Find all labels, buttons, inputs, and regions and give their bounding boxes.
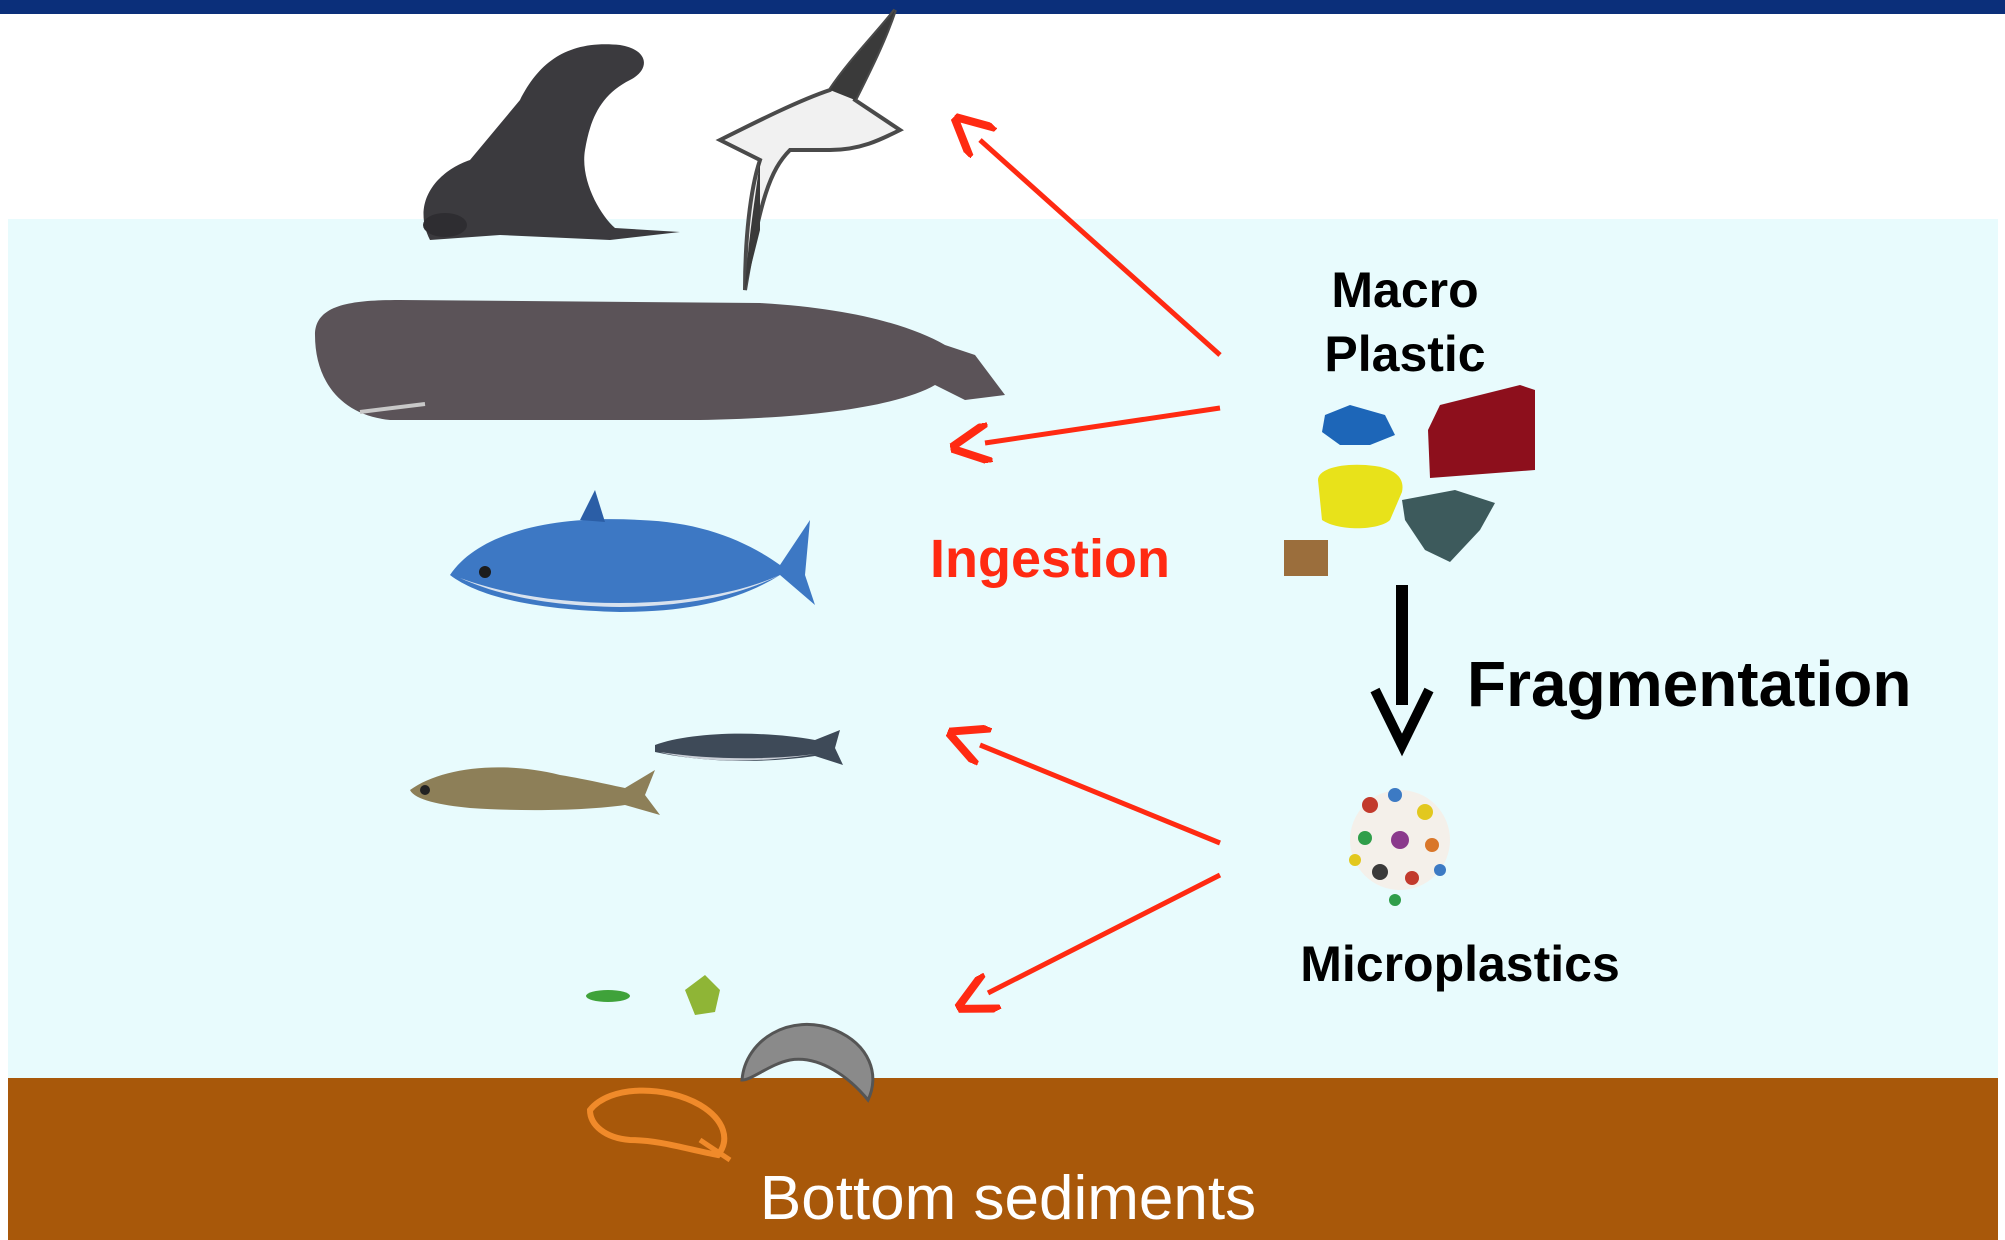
- ingestion-arrow-to-birds: [980, 140, 1220, 355]
- microplastics-cluster: [1349, 788, 1450, 906]
- sea-lion-image: [423, 44, 680, 240]
- fragmentation-arrow: [1375, 585, 1429, 745]
- microplastics-label: Microplastics: [1270, 935, 1650, 993]
- plankton-image: [586, 975, 720, 1015]
- dark-grey-piece: [1402, 490, 1495, 562]
- ingestion-label: Ingestion: [930, 528, 1170, 590]
- macro-plastic-pieces: [1284, 385, 1535, 576]
- bottom-sediments-label: Bottom sediments: [8, 1166, 2005, 1232]
- sperm-whale-image: [315, 300, 1005, 420]
- blue-piece: [1322, 405, 1395, 445]
- anchovy-image: [655, 730, 843, 765]
- tuna-image: [450, 490, 815, 612]
- shrimp-image: [590, 1091, 730, 1160]
- yellow-ring: [1318, 465, 1403, 529]
- macro-plastic-label-line1: Macro: [1255, 258, 1555, 322]
- ingestion-arrow-to-fish: [980, 745, 1220, 843]
- small-fish-image: [410, 767, 660, 815]
- ingestion-arrow-to-whale: [985, 408, 1220, 443]
- albatross-image: [720, 10, 900, 290]
- macro-plastic-label: Macro Plastic: [1255, 258, 1555, 386]
- brown-piece: [1284, 540, 1328, 576]
- ingestion-arrow-to-plankton: [988, 875, 1220, 993]
- macro-plastic-label-line2: Plastic: [1255, 322, 1555, 386]
- fragmentation-label: Fragmentation: [1467, 647, 1911, 721]
- red-piece: [1428, 385, 1535, 478]
- amphipod-image: [742, 1024, 873, 1100]
